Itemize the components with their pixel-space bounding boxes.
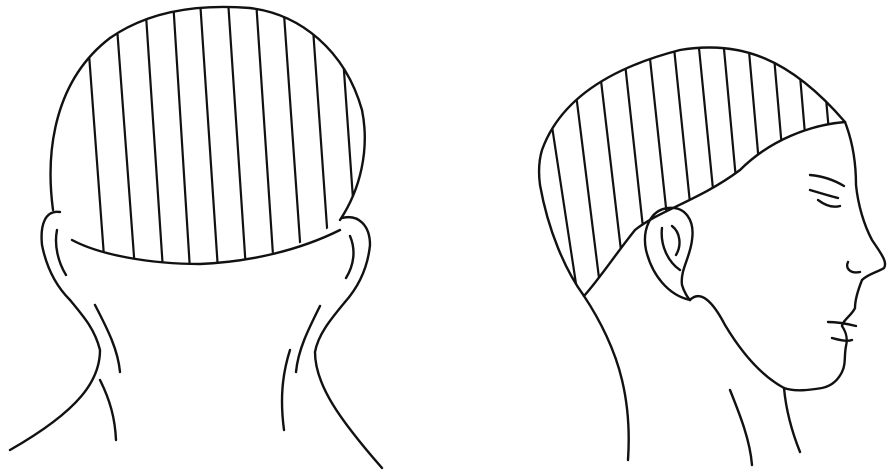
side-view-eye	[810, 190, 838, 198]
side-view-brow	[810, 175, 844, 186]
back-view-head	[10, 0, 382, 468]
side-view-neck-muscle	[730, 390, 752, 465]
side-view-nostril	[847, 262, 860, 272]
back-view-neck-left-muscle	[100, 380, 116, 440]
back-view-neck-right-muscle	[282, 350, 290, 430]
side-view-hairline	[584, 122, 845, 296]
back-view-neck-left	[10, 300, 100, 450]
side-view-face-profile	[784, 122, 885, 390]
side-view-lower-lip	[832, 338, 852, 341]
side-view-ear-inner-curl	[672, 226, 679, 255]
back-view-neck-right	[315, 302, 382, 468]
side-view-neck-back	[584, 296, 629, 460]
side-view-ear	[645, 208, 693, 300]
side-view-neck-front	[784, 388, 800, 452]
back-view-scalp-hatching	[85, 0, 358, 270]
back-view-right-ear	[342, 217, 370, 302]
side-view-head	[539, 38, 885, 465]
side-view-jaw	[690, 296, 784, 388]
back-view-right-ear-inner	[346, 236, 353, 278]
side-view-eye-lid	[818, 200, 840, 207]
back-view-left-ear-inner	[56, 230, 66, 275]
back-view-left-ear	[42, 212, 70, 300]
